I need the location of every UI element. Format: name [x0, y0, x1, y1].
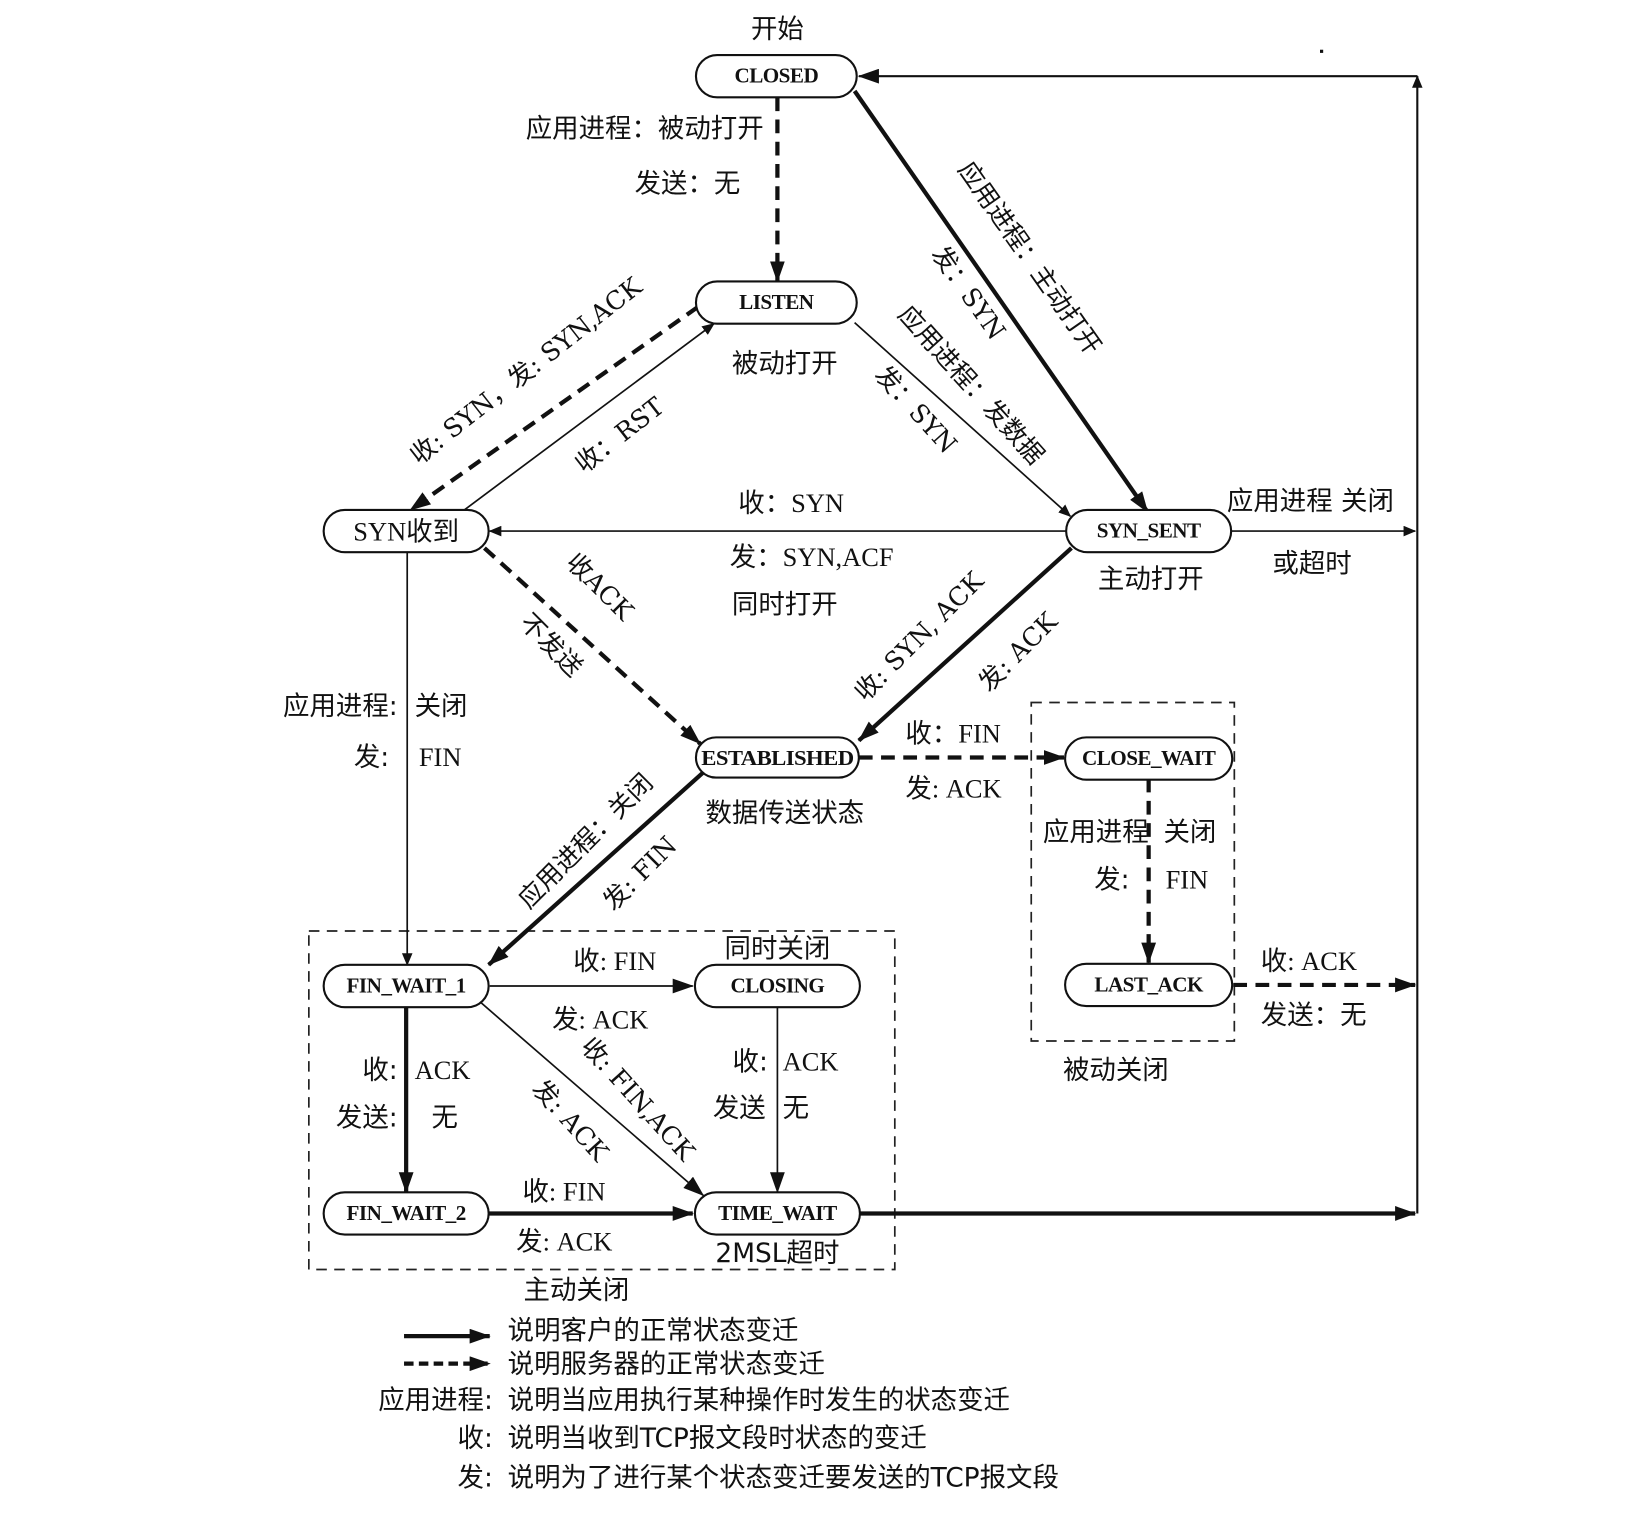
state-syn-sent: SYN_SENT — [1065, 508, 1233, 554]
label-synrcvd-finwait1-send: 发: — [354, 742, 389, 773]
label-synsent-close-app: 应用进程 关闭 — [1227, 486, 1394, 517]
state-fin-wait-1: FIN_WAIT_1 — [322, 963, 490, 1009]
syn-sent-note: 主动打开 — [1098, 564, 1204, 595]
label-synsent-synrcvd-send: 发：SYN,ACF — [730, 542, 894, 572]
label-closewait-lastack-close: 关闭 — [1163, 817, 1216, 848]
label-synrcvd-established-send: 不发送 — [514, 607, 589, 682]
label-closed-listen-send: 发送：无 — [635, 169, 741, 200]
closing-note: 同时关闭 — [725, 933, 831, 964]
passive-close-label: 被动关闭 — [1063, 1055, 1169, 1086]
state-closing: CLOSING — [693, 963, 861, 1009]
start-label: 开始 — [751, 14, 804, 45]
state-label: ESTABLISHED — [701, 746, 854, 770]
state-closed: CLOSED — [694, 53, 858, 99]
label-closing-timewait-recv: 收: — [733, 1047, 768, 1078]
legend-app-key: 应用进程: — [378, 1385, 493, 1416]
state-label: TIME_WAIT — [718, 1201, 837, 1225]
state-syn-rcvd: SYN收到 — [322, 508, 490, 554]
label-finwait1-finwait2-send: 发送: — [336, 1103, 398, 1134]
label-established-closewait-recv: 收：FIN — [905, 719, 1000, 749]
active-close-label: 主动关闭 — [524, 1275, 630, 1306]
label-finwait1-closing-recv: 收: FIN — [573, 946, 656, 976]
label-closed-synsent-app: 应用进程：主动打开 — [952, 156, 1108, 360]
label-finwait1-closing-send: 发: ACK — [552, 1004, 648, 1034]
state-fin-wait-2: FIN_WAIT_2 — [322, 1191, 490, 1236]
edge-synrcvd-established — [483, 546, 702, 746]
edge-synsent-established — [857, 546, 1073, 743]
legend-recv-desc: 说明当收到TCP报文段时状态的变迁 — [508, 1423, 927, 1454]
label-synsent-established-send: 发: ACK — [972, 605, 1064, 697]
legend-client-text: 说明客户的正常状态变迁 — [508, 1315, 799, 1346]
legend: 说明客户的正常状态变迁 说明服务器的正常状态变迁 应用进程: 说明当应用执行某种… — [378, 1315, 1059, 1493]
label-synrcvd-established-recv: 收ACK — [561, 547, 641, 627]
label-closed-listen-app: 应用进程：被动打开 — [526, 114, 764, 145]
stray-dot — [1320, 49, 1324, 53]
state-label: FIN_WAIT_1 — [347, 973, 466, 997]
legend-recv-key: 收: — [458, 1423, 493, 1454]
label-finwait1-finwait2-ack: ACK — [415, 1055, 471, 1085]
state-label: CLOSE_WAIT — [1082, 746, 1216, 770]
state-label: SYN收到 — [353, 517, 459, 547]
edge-finwait1-timewait — [480, 1002, 705, 1197]
state-established: ESTABLISHED — [694, 736, 860, 779]
state-last-ack: LAST_ACK — [1064, 962, 1234, 1008]
state-label: SYN_SENT — [1097, 518, 1201, 542]
edge-listen-synsent — [854, 322, 1072, 517]
label-synrcvd-finwait1-app: 应用进程: — [283, 691, 398, 722]
legend-app-desc: 说明当应用执行某种操作时发生的状态变迁 — [508, 1385, 1010, 1416]
label-finwait2-timewait-send: 发: ACK — [516, 1226, 612, 1256]
listen-note: 被动打开 — [732, 348, 838, 379]
label-listen-synsent-app: 应用进程：发数据 — [892, 299, 1050, 470]
label-closing-timewait-send: 发送 — [713, 1093, 766, 1124]
edge-listen-synrcvd — [409, 305, 700, 512]
label-simultaneous-open: 同时打开 — [732, 590, 838, 621]
time-wait-note: 2MSL超时 — [715, 1238, 839, 1269]
state-listen: LISTEN — [694, 280, 858, 325]
state-label: CLOSED — [734, 64, 818, 88]
label-finwait2-timewait-recv: 收: FIN — [523, 1177, 606, 1207]
label-synrcvd-finwait1-close: 关闭 — [415, 691, 468, 722]
label-synsent-synrcvd-recv: 收：SYN — [738, 488, 844, 518]
state-close-wait: CLOSE_WAIT — [1064, 736, 1234, 781]
label-synrcvd-finwait1-fin: FIN — [419, 742, 462, 772]
label-finwait1-finwait2-none: 无 — [432, 1103, 458, 1134]
label-closewait-lastack-app: 应用进程 — [1043, 817, 1149, 848]
label-closewait-lastack-send: 发: — [1094, 865, 1129, 896]
state-time-wait: TIME_WAIT — [693, 1191, 861, 1236]
legend-send-desc: 说明为了进行某个状态变迁要发送的TCP报文段 — [508, 1462, 1059, 1493]
state-label: LAST_ACK — [1094, 972, 1204, 996]
label-closing-timewait-none: 无 — [783, 1093, 809, 1124]
legend-server-text: 说明服务器的正常状态变迁 — [508, 1349, 825, 1380]
legend-send-key: 发: — [458, 1462, 493, 1493]
label-established-finwait1-send: 发: FIN — [596, 830, 682, 916]
edge-established-finwait1 — [487, 770, 705, 967]
active-close-group — [308, 930, 896, 1271]
label-synsent-close-timeout: 或超时 — [1272, 548, 1351, 579]
label-lastack-closed-send: 发送：无 — [1261, 1000, 1367, 1031]
label-synrcvd-listen: 收：RST — [569, 391, 670, 479]
state-label: FIN_WAIT_2 — [347, 1201, 466, 1225]
label-finwait1-finwait2-recv: 收: — [362, 1055, 397, 1086]
edge-closed-synsent — [852, 89, 1150, 514]
established-note: 数据传送状态 — [705, 798, 864, 829]
label-closewait-lastack-fin: FIN — [1166, 865, 1209, 895]
state-label: CLOSING — [731, 973, 825, 997]
label-lastack-closed-recv: 收: ACK — [1261, 946, 1357, 976]
edge-synrcvd-listen — [459, 323, 715, 514]
label-finwait1-timewait-send: 发: ACK — [527, 1074, 616, 1168]
label-closing-timewait-ack: ACK — [783, 1047, 839, 1077]
state-label: LISTEN — [739, 290, 814, 314]
label-established-closewait-send: 发: ACK — [905, 774, 1001, 804]
